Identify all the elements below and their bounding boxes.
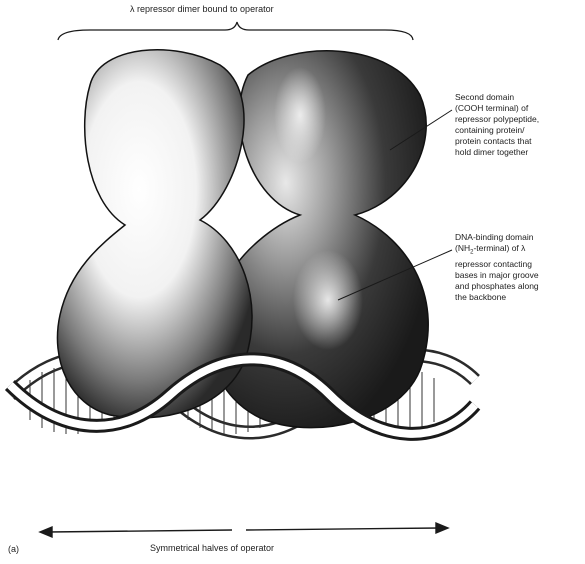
dna-domain-line: (NH2-terminal) of λ xyxy=(455,243,539,259)
second-domain-line: containing protein/ xyxy=(455,125,539,136)
operator-halves-label: Symmetrical halves of operator xyxy=(150,543,274,554)
second-domain-line: repressor polypeptide, xyxy=(455,114,539,125)
second-domain-line: hold dimer together xyxy=(455,147,539,158)
diagram-title: λ repressor dimer bound to operator xyxy=(130,4,274,15)
second-domain-line: protein contacts that xyxy=(455,136,539,147)
nh-prefix: (NH xyxy=(455,243,470,253)
dna-domain-line: DNA-binding domain xyxy=(455,232,539,243)
dna-binding-domain-label: DNA-binding domain (NH2-terminal) of λ r… xyxy=(455,232,539,303)
second-domain-label: Second domain (COOH terminal) of repress… xyxy=(455,92,539,158)
dna-domain-line: bases in major groove xyxy=(455,270,539,281)
dna-domain-line: repressor contacting xyxy=(455,259,539,270)
dimer-bracket xyxy=(58,22,413,40)
dna-domain-line: the backbone xyxy=(455,292,539,303)
dna-domain-line: and phosphates along xyxy=(455,281,539,292)
nh-suffix: -terminal) of λ xyxy=(473,243,525,253)
operator-halves-arrow xyxy=(40,523,448,537)
second-domain-line: Second domain xyxy=(455,92,539,103)
panel-label: (a) xyxy=(8,544,19,555)
second-domain-line: (COOH terminal) of xyxy=(455,103,539,114)
